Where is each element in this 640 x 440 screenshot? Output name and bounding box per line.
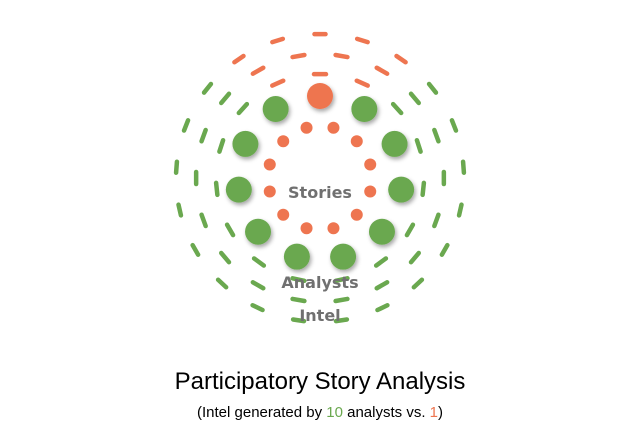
intel-dash: [374, 280, 390, 291]
intel-dash: [414, 137, 423, 154]
intel-dash: [390, 101, 404, 116]
intel-dash: [251, 256, 267, 268]
intel-dash-highlighted: [354, 36, 370, 45]
stories-label: Stories: [288, 183, 352, 202]
intel-dash: [201, 81, 214, 95]
intel-dash: [290, 296, 307, 304]
intel-dash: [373, 256, 389, 268]
story-dot: [327, 121, 340, 134]
intel-dash: [199, 212, 208, 229]
analyst-dot: [232, 130, 259, 157]
intel-dash: [411, 277, 425, 290]
intel-dash: [250, 303, 265, 313]
intel-dash: [215, 277, 229, 290]
subtitle-middle: analysts vs.: [342, 404, 430, 421]
analyst-dot: [245, 218, 272, 245]
analyst-dot-highlighted: [307, 83, 333, 109]
analyst-dot: [388, 176, 415, 203]
story-dot: [277, 135, 290, 148]
intel-dash: [432, 212, 441, 229]
story-dots: [263, 121, 377, 235]
intel-dash: [426, 81, 439, 95]
intel-dash: [219, 250, 232, 265]
intel-dash: [460, 159, 467, 175]
story-dot: [364, 158, 377, 171]
intel-dash: [213, 180, 220, 198]
analyst-dot: [262, 96, 289, 123]
intel-dash-highlighted: [290, 52, 307, 60]
intel-dash: [408, 91, 421, 106]
intel-label: Intel: [299, 306, 340, 325]
intel-dash-highlighted: [374, 65, 390, 76]
intel-dash: [250, 280, 266, 291]
intel-dash: [333, 276, 350, 284]
intel-dash-rings: [173, 31, 467, 324]
intel-dash: [449, 118, 459, 133]
intel-dash: [456, 202, 464, 218]
intel-dash-highlighted: [250, 65, 266, 76]
story-dot: [263, 158, 276, 171]
analyst-dot: [225, 176, 252, 203]
story-dot: [277, 208, 290, 221]
intel-dash-highlighted: [354, 78, 370, 88]
intel-dash: [333, 317, 350, 324]
analyst-dot: [368, 218, 395, 245]
caption-subtitle: (Intel generated by 10 analysts vs. 1): [0, 404, 640, 422]
intel-dash: [408, 250, 421, 265]
story-dot: [350, 208, 363, 221]
intel-dash: [290, 276, 307, 284]
analyst-dot: [351, 96, 378, 123]
analyst-dots: [225, 83, 415, 270]
intel-dash-highlighted: [394, 53, 408, 65]
intel-dash-highlighted: [333, 52, 350, 60]
intel-dash: [224, 222, 236, 238]
analysts-label: Analysts: [281, 273, 358, 292]
analyst-dot: [330, 243, 357, 270]
story-dot: [350, 135, 363, 148]
intel-dash: [333, 296, 350, 304]
story-dot: [327, 222, 340, 235]
intel-dash: [219, 91, 232, 106]
story-dot: [263, 185, 276, 198]
intel-dash: [181, 118, 191, 133]
story-dot: [364, 185, 377, 198]
intel-dash: [404, 222, 416, 238]
intel-dash: [217, 137, 226, 154]
intel-dash: [190, 242, 201, 257]
intel-dash-highlighted: [270, 78, 286, 88]
subtitle-count-many: 10: [326, 404, 343, 421]
intel-dash-highlighted: [232, 53, 246, 65]
intel-dash-highlighted: [270, 36, 286, 45]
caption-title: Participatory Story Analysis: [174, 368, 466, 395]
subtitle-prefix: (Intel generated by: [197, 404, 327, 421]
intel-dash: [199, 127, 208, 144]
analyst-dot: [381, 130, 408, 157]
subtitle-suffix: ): [438, 404, 443, 421]
analyst-dot: [283, 243, 310, 270]
intel-dash: [236, 101, 250, 116]
intel-dash: [375, 303, 390, 313]
intel-dash: [290, 317, 307, 324]
intel-dash: [432, 127, 441, 144]
subtitle-count-one: 1: [429, 404, 438, 421]
story-dot: [300, 222, 313, 235]
intel-dash: [439, 242, 450, 257]
intel-dash: [420, 180, 427, 198]
intel-dash: [173, 159, 180, 175]
intel-dash: [176, 202, 184, 218]
story-dot: [300, 121, 313, 134]
